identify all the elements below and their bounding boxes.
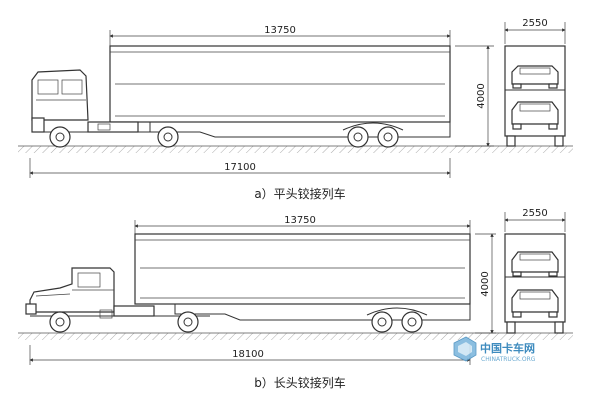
trailer-wheels-b — [366, 307, 428, 333]
trailer-chassis-b — [174, 304, 471, 321]
car-upper-a — [511, 65, 559, 85]
height-label-a: 4000 — [476, 83, 487, 108]
tractor-cab-over-a — [31, 69, 185, 148]
rear-view-b: 2550 — [504, 208, 566, 334]
watermark-logo-icon — [453, 336, 477, 362]
trailer-box-b — [134, 233, 471, 305]
caption-b: b）长头铰接列车 — [254, 375, 346, 390]
box-length-label-b: 13750 — [284, 215, 316, 226]
car-upper-b — [511, 251, 559, 273]
trailer-chassis-a — [149, 122, 451, 138]
width-label-a: 2550 — [522, 18, 547, 29]
ground-hatch-a — [18, 146, 573, 153]
trailer-wheels-a — [342, 122, 404, 148]
dimension-height-a: 4000 — [455, 45, 494, 147]
ground-hatch-b — [18, 333, 573, 340]
watermark-main-text: 中国卡车网 — [480, 341, 535, 355]
figure-b-conventional-articulated-train: 13750 18100 — [18, 208, 573, 390]
total-length-label-b: 18100 — [232, 349, 264, 360]
dimension-height-b: 4000 — [475, 233, 496, 334]
car-lower-a — [511, 101, 559, 125]
watermark-sub-text: CHINATRUCK.ORG — [481, 356, 536, 363]
dimension-total-length-b: 18100 — [29, 345, 471, 365]
total-length-label-a: 17100 — [224, 162, 256, 173]
caption-a: a）平头铰接列车 — [254, 186, 345, 201]
box-length-label-a: 13750 — [264, 25, 296, 36]
width-label-b: 2550 — [522, 208, 547, 219]
rear-view-a: 2550 — [504, 18, 566, 147]
dimension-total-length-a: 17100 — [29, 158, 451, 178]
tractor-conventional-b — [25, 267, 210, 333]
figure-a-cab-over-articulated-train: 13750 17100 — [18, 18, 573, 201]
height-label-b: 4000 — [480, 271, 491, 296]
car-lower-b — [511, 289, 559, 313]
watermark: 中国卡车网 CHINATRUCK.ORG — [453, 336, 536, 363]
